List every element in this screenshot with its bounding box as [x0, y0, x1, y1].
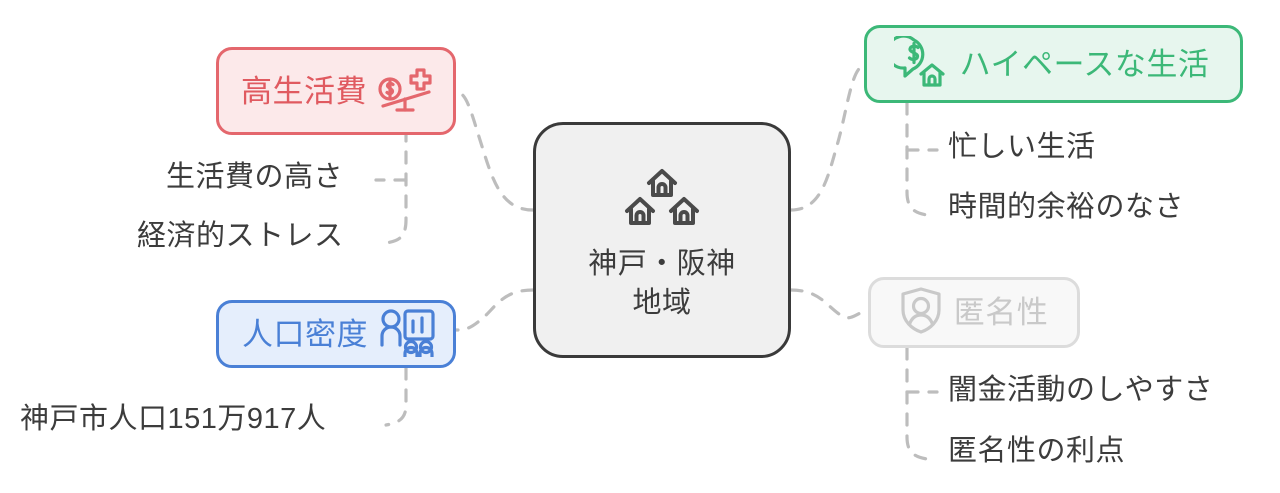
leaf-fast-paced-life-2: 時間的余裕のなさ [948, 191, 1185, 223]
dollar-speech-house-icon [885, 34, 950, 93]
center-node[interactable]: 神戸・阪神 地域 [533, 122, 791, 358]
center-node-title-line1: 神戸・阪神 [588, 248, 736, 281]
center-node-title-line2: 地域 [632, 286, 692, 319]
branch-node-anonymity[interactable]: 匿名性 [868, 277, 1080, 348]
shield-person-icon [898, 286, 944, 339]
leaf-fast-paced-life-1: 忙しい生活 [948, 131, 1096, 163]
branch-node-cost-of-living-label: 高生活費 [241, 73, 367, 109]
branch-node-fast-paced-life-label: ハイペースな生活 [959, 46, 1210, 82]
connector-cost-of-living-leaves-trunk [384, 128, 408, 245]
branch-node-anonymity-label: 匿名性 [953, 295, 1049, 330]
leaf-cost-of-living-2: 経済的ストレス [137, 220, 344, 252]
branch-node-fast-paced-life[interactable]: ハイペースな生活 [864, 25, 1243, 103]
connector-fast-paced-life-leaves-trunk [905, 101, 929, 217]
connector-center-to-fast-paced-life [789, 64, 866, 212]
leaf-anonymity-2: 匿名性の利点 [948, 435, 1126, 467]
connector-population-density-leaf-trunk [384, 366, 408, 427]
center-node-title: 神戸・阪神 地域 [588, 245, 736, 322]
connector-center-to-population-density [454, 288, 535, 332]
connector-center-to-cost-of-living [454, 90, 535, 212]
leaf-anonymity-1: 闇金活動のしやすさ [948, 374, 1214, 406]
leaf-cost-of-living-1: 生活費の高さ [166, 161, 344, 193]
connector-center-to-anonymity [789, 288, 870, 320]
three-houses-icon [619, 158, 705, 235]
leaf-population-density-1: 神戸市人口151万917人 [20, 403, 327, 435]
branch-node-population-density-label: 人口密度 [242, 316, 368, 352]
branch-node-population-density[interactable]: 人口密度 [216, 300, 456, 368]
branch-node-cost-of-living[interactable]: 高生活費 [216, 47, 456, 135]
connector-anonymity-leaves-trunk [905, 346, 929, 461]
balance-scale-dollar-cross-icon [377, 63, 435, 120]
people-bar-chart-icon [378, 307, 436, 362]
